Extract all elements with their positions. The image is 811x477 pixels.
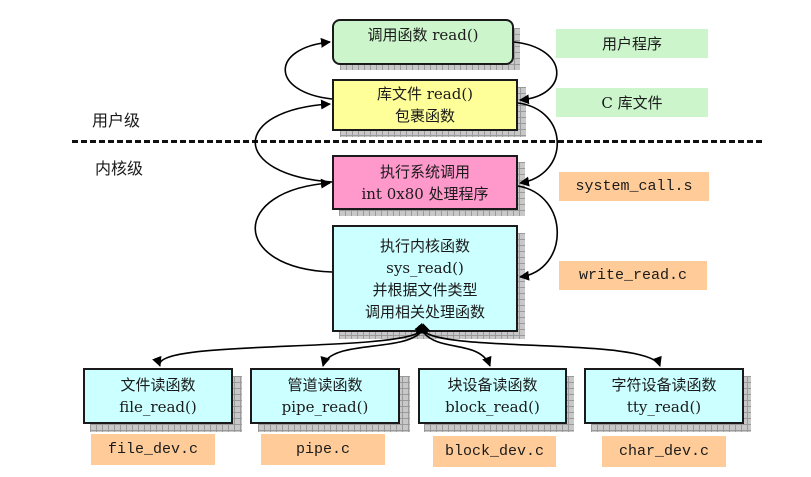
box-line: 调用相关处理函数 (364, 302, 485, 321)
arrow-user-to-lib (513, 41, 558, 105)
arrow-kernel-file-read (152, 324, 429, 367)
box-line: 字符设备读函数 (611, 376, 717, 394)
tag-char-dev-c: char_dev.c (602, 436, 726, 467)
block-read-box: 块设备读函数 block_read() (418, 368, 567, 424)
pipe-read-box: 管道读函数 pipe_read() (250, 368, 400, 424)
box-line: 文件读函数 (120, 376, 196, 394)
box-line: 包裹函数 (394, 107, 455, 125)
box-line: 并根据文件类型 (372, 280, 478, 299)
box-line: 调用函数 read() (367, 26, 479, 44)
arrow-kernel-tty-read (415, 324, 662, 367)
user-call-read-box: 调用函数 read() (332, 19, 514, 65)
box-line: 块设备读函数 (447, 376, 538, 394)
tag-file-dev-c: file_dev.c (91, 434, 215, 465)
box-line: file_read() (119, 398, 197, 416)
arrow-lib-to-user (284, 37, 333, 100)
kernel-level-label: 内核级 (95, 159, 144, 178)
tag-user-program: 用户程序 (556, 29, 708, 58)
user-level-label: 用户级 (92, 111, 141, 130)
box-line: 管道读函数 (287, 376, 363, 394)
syscall-handler-box: 执行系统调用 int 0x80 处理程序 (332, 155, 518, 210)
tag-system-call-s: system_call.s (559, 172, 709, 201)
box-line: sys_read() (386, 258, 464, 277)
arrow-kernel-to-syscall (254, 178, 333, 273)
file-read-box: 文件读函数 file_read() (83, 368, 233, 424)
arrow-lib-to-syscall (517, 102, 558, 187)
tag-block-dev-c: block_dev.c (433, 436, 556, 467)
box-line: pipe_read() (281, 398, 369, 416)
box-line: tty_read() (626, 398, 702, 416)
tty-read-box: 字符设备读函数 tty_read() (584, 368, 744, 424)
box-line: 执行系统调用 (379, 162, 470, 181)
tag-write-read-c: write_read.c (559, 261, 707, 290)
arrow-kernel-block-read (414, 322, 492, 367)
user-kernel-boundary (72, 140, 762, 143)
arrow-syscall-to-lib (254, 99, 333, 183)
box-line: 库文件 read() (376, 85, 474, 103)
box-line: 执行内核函数 (379, 236, 470, 255)
tag-c-library: C 库文件 (556, 88, 708, 117)
box-line: int 0x80 处理程序 (361, 184, 489, 203)
lib-wrapper-box: 库文件 read() 包裹函数 (332, 79, 518, 131)
arrow-kernel-pipe-read (320, 323, 430, 367)
arrow-syscall-to-kernel (517, 185, 559, 281)
tag-pipe-c: pipe.c (261, 434, 385, 465)
box-line: block_read() (445, 398, 540, 416)
